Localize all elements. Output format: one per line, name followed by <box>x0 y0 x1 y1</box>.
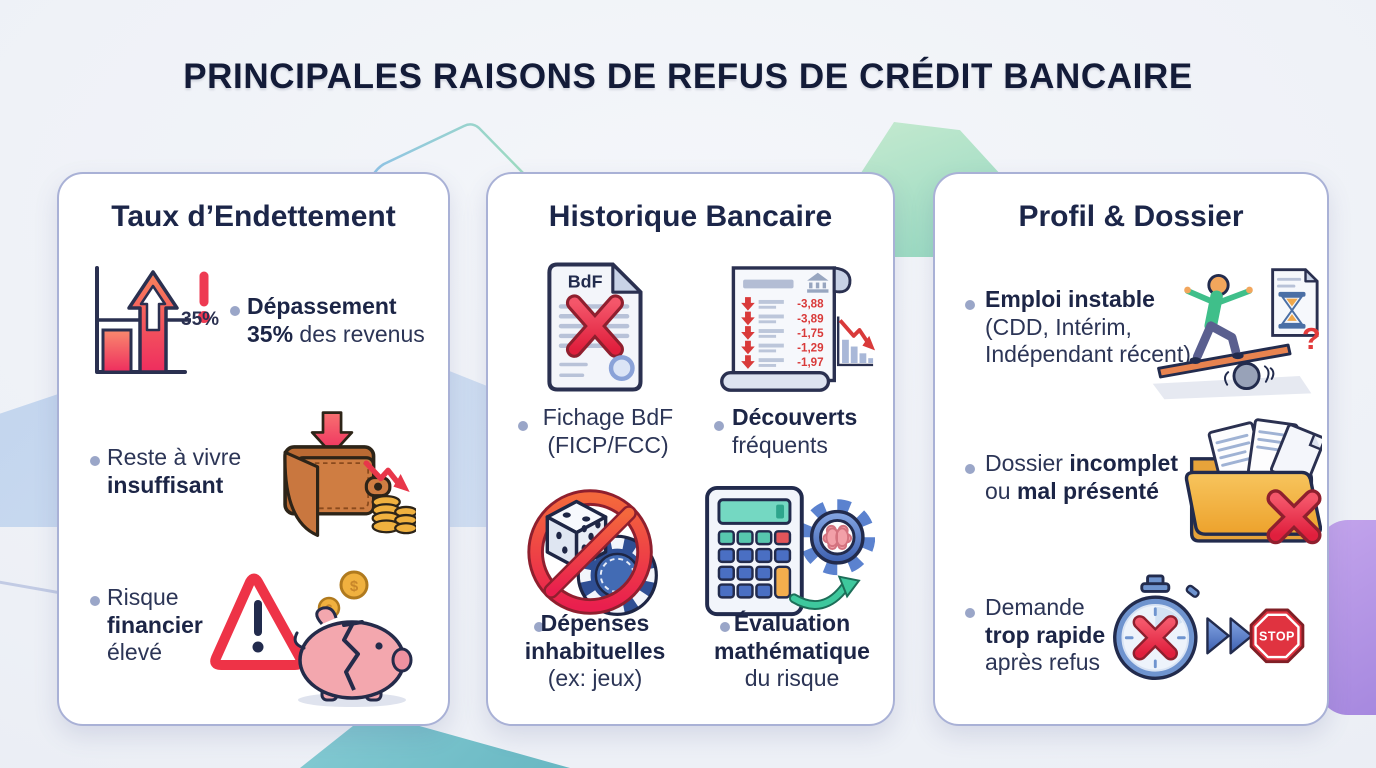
hourglass-glyph <box>1278 291 1306 329</box>
statement-value: -1,29 <box>797 341 824 354</box>
card-taux-endettement: Taux d’Endettement <box>57 172 450 726</box>
statement-value: -3,89 <box>797 312 824 325</box>
declining-chart-glyph <box>836 316 876 367</box>
bank-statement-icon: -3,88 -3,89 -1,75 -1,29 -1,97 <box>714 258 876 410</box>
statement-value: -3,88 <box>797 298 824 311</box>
stop-sign-label: STOP <box>1259 630 1295 644</box>
card-profil-dossier: Profil & Dossier Emploi instable (CDD, I… <box>933 172 1329 726</box>
bullet <box>90 596 100 606</box>
calculator-gear-icon <box>697 482 876 628</box>
wallet-icon <box>258 406 419 556</box>
bullet <box>965 300 975 310</box>
bullet <box>965 464 975 474</box>
statement-value: -1,97 <box>797 356 824 369</box>
bdf-label: BdF <box>568 272 603 292</box>
card-title: Taux d’Endettement <box>111 200 396 233</box>
balance-person-icon: ? <box>1145 260 1321 411</box>
bullet <box>518 421 528 431</box>
card-title: Profil & Dossier <box>1018 200 1244 233</box>
item-risque-financier: Risque financier élevé <box>107 584 203 665</box>
bullet <box>230 306 240 316</box>
card-historique-bancaire: Historique Bancaire <box>486 172 895 726</box>
question-mark-label: ? <box>1302 321 1321 356</box>
bullet <box>534 622 544 632</box>
item-reste-a-vivre: Reste à vivre insuffisant <box>107 444 242 498</box>
item-decouverts: Découverts fréquents <box>732 404 858 458</box>
item-demande-rapide: Demande trop rapide après refus <box>985 594 1106 675</box>
bullet <box>714 421 724 431</box>
debt-chart-icon: 35% <box>87 262 227 389</box>
bullet <box>720 622 730 632</box>
threshold-percent-label: 35% <box>181 309 220 330</box>
statement-value: -1,75 <box>797 327 824 340</box>
incomplete-folder-icon <box>1182 416 1326 555</box>
item-fichage-bdf: Fichage BdF (FICP/FCC) <box>542 404 674 458</box>
bullet <box>90 456 100 466</box>
item-evaluation: Évaluation mathématique du risque <box>714 610 870 691</box>
stopwatch-stop-icon: STOP <box>1107 572 1305 695</box>
card-title: Historique Bancaire <box>548 200 833 233</box>
coin-dollar-label: $ <box>350 578 359 595</box>
item-depenses: Dépenses inhabituelles (ex: jeux) <box>524 610 666 691</box>
person-glyph <box>1184 274 1253 364</box>
warning-piggy-icon: $ $ <box>202 566 414 713</box>
item-emploi-instable: Emploi instable (CDD, Intérim, Indépenda… <box>985 286 1191 367</box>
page-title: PRINCIPALES RAISONS DE REFUS DE CRÉDIT B… <box>183 57 1193 96</box>
item-dossier-incomplet: Dossier incomplet ou mal présenté <box>985 450 1178 504</box>
gambling-ban-icon <box>520 482 666 628</box>
bullet <box>965 608 975 618</box>
bank-glyph <box>807 272 829 293</box>
bdf-document-icon: BdF <box>543 260 646 399</box>
item-depassement: Dépassement 35% des revenus <box>247 293 425 347</box>
